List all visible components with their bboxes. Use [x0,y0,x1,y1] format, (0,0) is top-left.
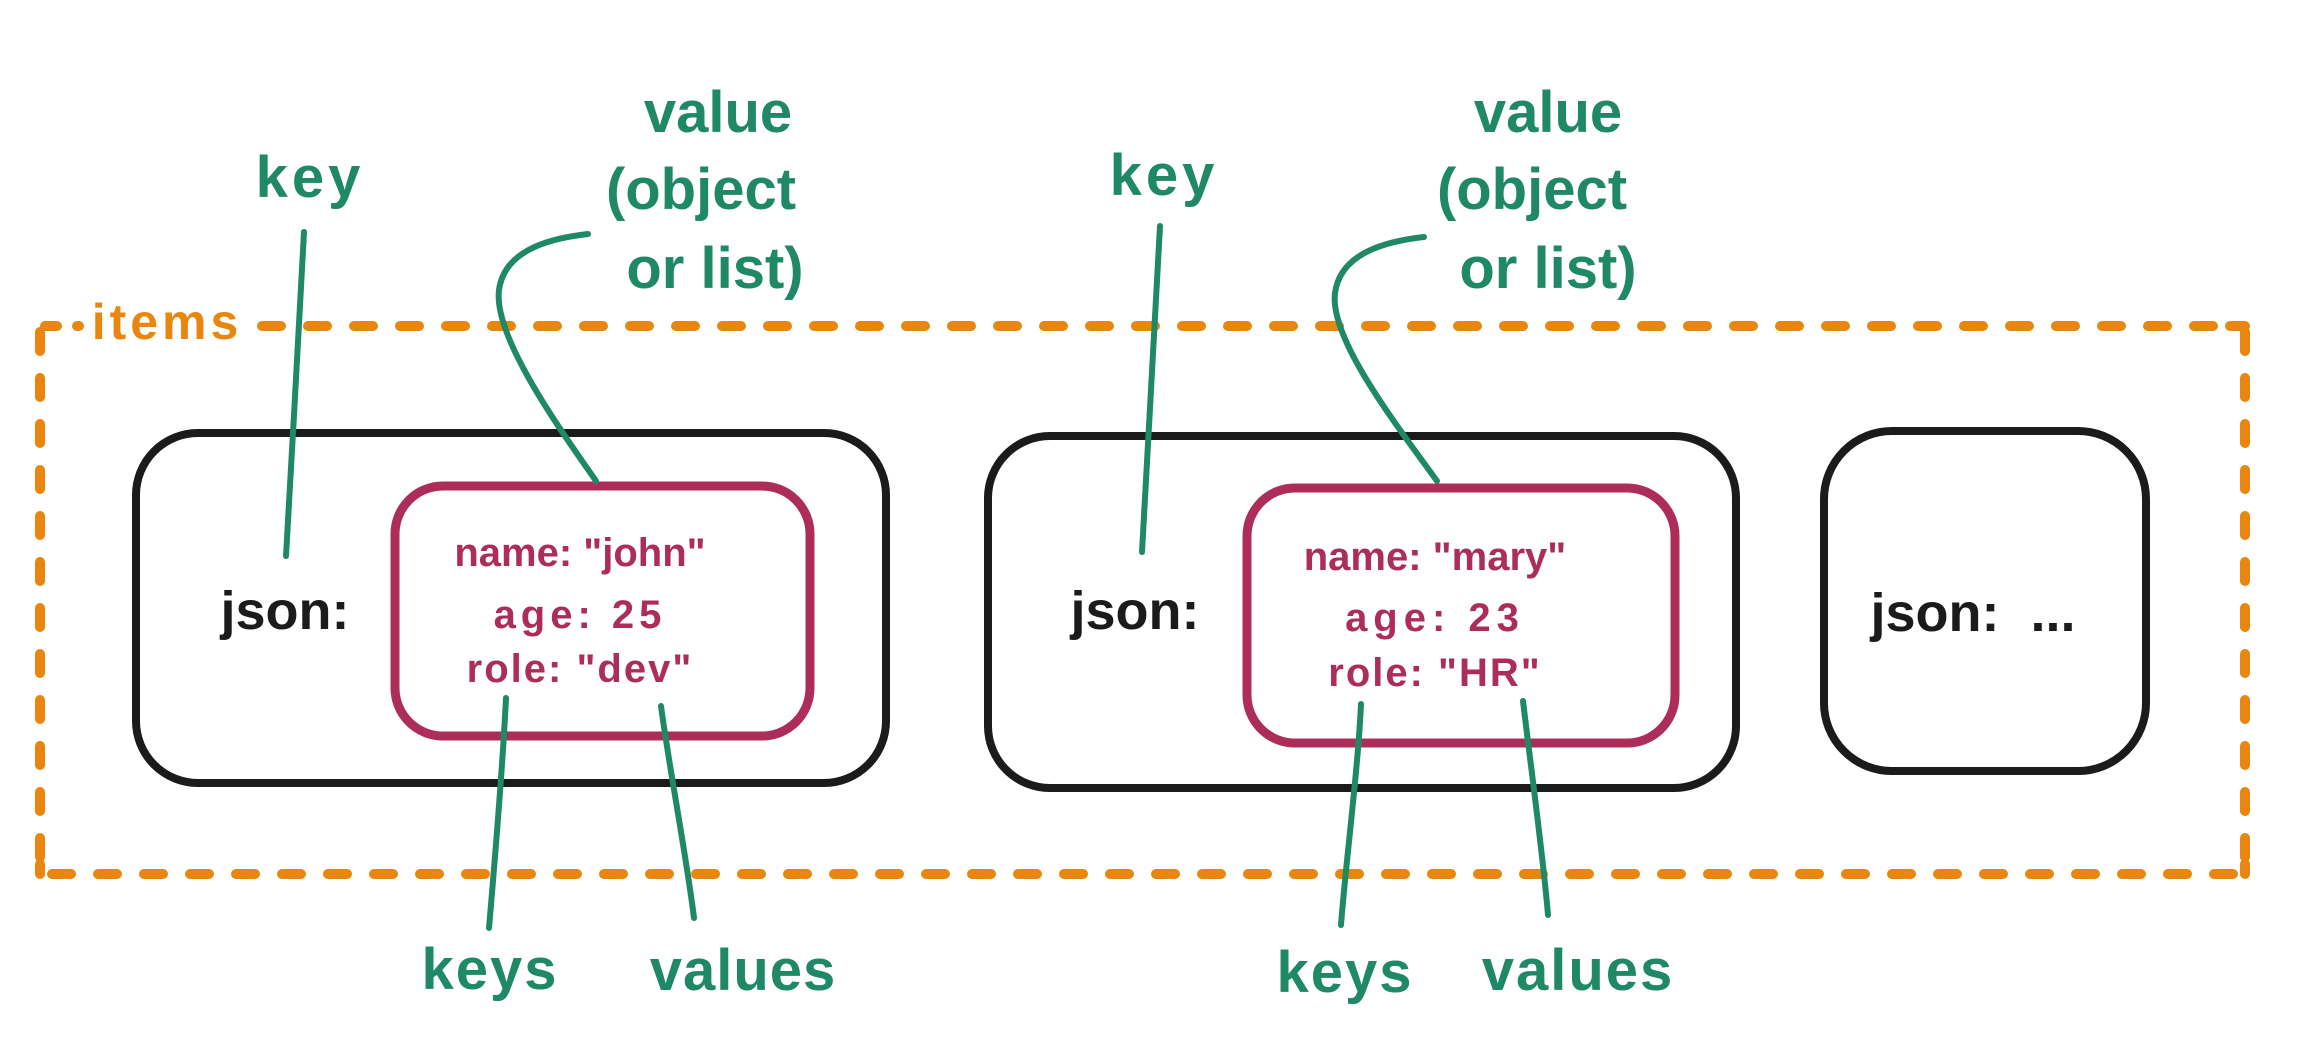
svg-text:json:: json: [220,581,350,641]
svg-text:role: "HR": role: "HR" [1328,651,1542,695]
svg-text:value: value [1474,80,1622,145]
svg-text:age: 25: age: 25 [494,593,667,637]
svg-text:keys: keys [421,937,558,1002]
svg-text:or list): or list) [1459,236,1636,301]
svg-text:role: "dev": role: "dev" [467,647,694,691]
svg-text:name: "mary": name: "mary" [1304,535,1566,579]
svg-text:items: items [92,294,243,350]
svg-text:name: "john": name: "john" [454,531,705,575]
svg-text:age: 23: age: 23 [1345,596,1525,640]
svg-text:json: ...: json: ... [1870,583,2076,643]
svg-text:(object: (object [1437,157,1627,222]
svg-text:or list): or list) [626,236,803,301]
svg-text:values: values [1482,938,1675,1003]
svg-text:json:: json: [1070,581,1200,641]
svg-text:key: key [1110,143,1219,208]
svg-text:value: value [644,80,792,145]
svg-text:keys: keys [1276,940,1413,1005]
svg-text:values: values [650,938,837,1003]
svg-text:(object: (object [606,157,796,222]
svg-text:key: key [256,145,365,210]
